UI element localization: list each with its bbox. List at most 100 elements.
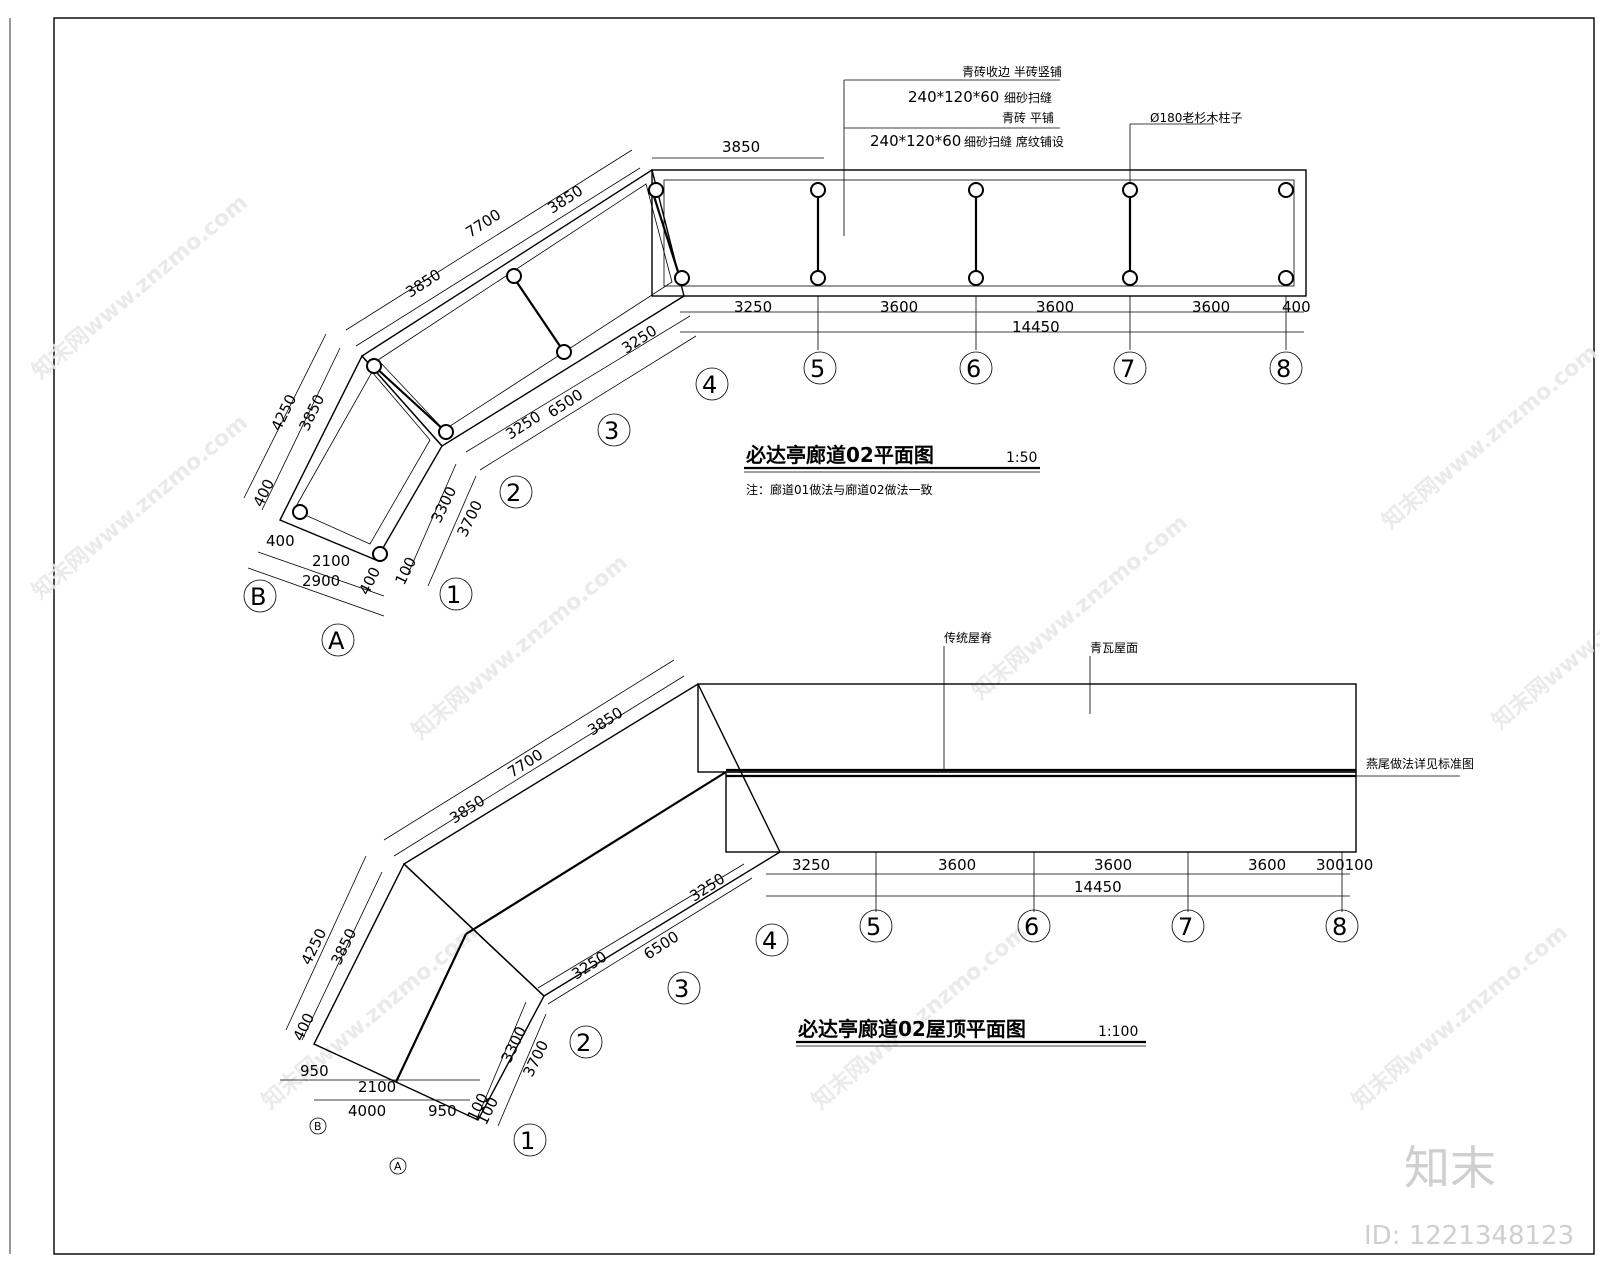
plan-dim-text: 3700	[453, 498, 486, 540]
axis-label: 8	[1276, 355, 1291, 383]
roof-axis-bubbles: 5 6 7 8 4 3 2 1 B A	[309, 909, 1359, 1175]
axis-bubble	[755, 923, 789, 957]
roof-dim-text: 3850	[584, 703, 626, 739]
axis-bubble	[569, 1025, 603, 1059]
axis-bubble	[1017, 909, 1051, 943]
plan-dim-text: 400	[249, 476, 278, 510]
axis-bubble	[1171, 909, 1205, 943]
column-icon	[810, 182, 826, 198]
roof-callout: 青瓦屋面	[1090, 641, 1138, 655]
roof-scale: 1:100	[1098, 1024, 1138, 1040]
watermark-text: 知末网www.znzmo.com	[1487, 539, 1600, 734]
axis-label: 7	[1178, 913, 1193, 941]
plan-straight-paving	[663, 179, 1295, 287]
axis-bubble	[1325, 909, 1359, 943]
roof-straight-lower	[725, 771, 1357, 853]
plan-band	[373, 365, 447, 433]
plan-scale: 1:50	[1006, 450, 1037, 466]
plan-dim-text: 3600	[1192, 298, 1230, 316]
watermark-group: 知末网www.znzmo.com 知末网www.znzmo.com 知末网www…	[27, 189, 1600, 1114]
column-icon	[366, 358, 382, 374]
axis-bubble	[597, 413, 631, 447]
axis-label: B	[250, 583, 266, 611]
roof-dimension-lines	[280, 646, 1460, 1127]
plan-dim-text: 3600	[880, 298, 918, 316]
plan-dim-text: 3250	[618, 321, 660, 357]
watermark-text: 知末网www.znzmo.com	[27, 409, 253, 604]
axis-bubble	[243, 579, 277, 613]
axis-bubble	[859, 909, 893, 943]
roof-drawing: 7700 3850 3850 4250 3850 400 950 2100 40…	[280, 630, 1474, 1175]
axis-label: 3	[674, 975, 689, 1003]
plan-dim-text: 400	[1282, 298, 1311, 316]
column-icon	[1122, 270, 1138, 286]
roof-dim-text: 3250	[686, 869, 728, 905]
axis-bubble	[959, 351, 993, 385]
plan-dim-text: 2900	[302, 572, 340, 590]
sheet-frame	[53, 17, 1595, 1255]
plan-dimension-lines	[243, 79, 1304, 617]
column-icon	[292, 504, 308, 520]
plan-middle-segment-edge	[360, 168, 685, 447]
plan-dim-text: 2100	[312, 552, 350, 570]
roof-ridge-line	[395, 933, 467, 1083]
column-icon	[1122, 182, 1138, 198]
column-icon	[372, 546, 388, 562]
axis-bubble	[321, 623, 355, 657]
axis-bubble	[695, 367, 729, 401]
axis-label: A	[394, 1160, 402, 1173]
plan-dim-text: 3250	[734, 298, 772, 316]
roof-dim-text: 3250	[792, 856, 830, 874]
column-icon	[1278, 182, 1294, 198]
roof-dim-text: 4000	[348, 1102, 386, 1120]
roof-dim-text: 950	[428, 1102, 457, 1120]
axis-bubble	[389, 1157, 407, 1175]
plan-axis-bubbles: 5 6 7 8 4 3 2 1 B A	[243, 351, 1303, 657]
plan-dim-text: 14450	[1012, 318, 1060, 336]
axis-bubble	[1113, 351, 1147, 385]
roof-dim-text: 950	[300, 1062, 329, 1080]
roof-dim-text: 3850	[446, 791, 488, 827]
axis-label: 5	[810, 355, 825, 383]
plan-dim-text: 3250	[502, 407, 544, 443]
plan-dim-text: 400	[266, 532, 295, 550]
roof-dim-text: 14450	[1074, 878, 1122, 896]
plan-dim-text: 3850	[544, 181, 586, 217]
plan-drawing: 3850 7700 3850 3850 4250 3850 400 400 21…	[243, 64, 1311, 657]
roof-callout: 燕尾做法详见标准图	[1366, 756, 1474, 771]
axis-label: 3	[604, 417, 619, 445]
roof-straight-upper	[697, 683, 1357, 773]
axis-bubble	[803, 351, 837, 385]
roof-callout: 传统屋脊	[944, 630, 992, 645]
axis-label: 6	[966, 355, 981, 383]
axis-label: 4	[702, 371, 717, 399]
plan-dim-text: 4250	[267, 392, 300, 434]
plan-dim-text: 3850	[402, 265, 444, 301]
plan-dim-text: 3850	[295, 392, 328, 434]
watermark-text: 知末网www.znzmo.com	[967, 509, 1193, 704]
plan-dim-text: 400	[355, 564, 384, 598]
watermark-text: 知末网www.znzmo.com	[1377, 339, 1600, 534]
column-icon	[1278, 270, 1294, 286]
roof-dim-text: 3600	[938, 856, 976, 874]
plan-dim-text: 100	[391, 554, 420, 588]
axis-label: B	[314, 1120, 322, 1133]
column-icon	[648, 182, 664, 198]
plan-lower-segment-edge	[279, 354, 443, 561]
axis-bubble	[309, 1117, 327, 1135]
axis-label: 1	[446, 581, 461, 609]
column-icon	[968, 182, 984, 198]
plan-dim-text: 3850	[722, 138, 760, 156]
axis-bubble	[667, 971, 701, 1005]
axis-bubble	[1269, 351, 1303, 385]
roof-title: 必达亭廊道02屋顶平面图	[797, 1017, 1026, 1041]
plan-callout: 细砂扫缝	[1004, 90, 1052, 105]
plan-straight-edge	[651, 169, 1307, 297]
axis-bubble	[499, 475, 533, 509]
plan-dim-text: 7700	[462, 205, 504, 241]
column-icon	[968, 270, 984, 286]
column-icon	[438, 424, 454, 440]
plan-callout: 细砂扫缝 席纹铺设	[964, 134, 1064, 149]
axis-label: A	[328, 627, 345, 655]
